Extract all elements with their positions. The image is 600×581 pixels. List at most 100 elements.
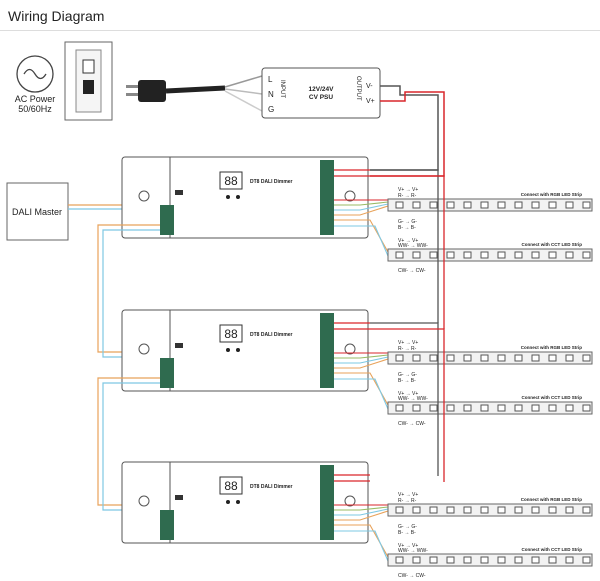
cct-mapping: WW- → WW- xyxy=(398,396,428,402)
led-chip xyxy=(395,201,404,209)
rgb-led-strip xyxy=(387,503,593,517)
led-chip xyxy=(446,251,455,259)
output-wire xyxy=(334,510,389,521)
led-chip xyxy=(412,556,421,564)
rgb-mapping: V+ → V+ xyxy=(398,340,418,346)
led-chip xyxy=(395,404,404,412)
led-chip xyxy=(395,251,404,259)
led-chip xyxy=(446,354,455,362)
cct-led-strip xyxy=(387,401,593,415)
led-chip xyxy=(463,201,472,209)
led-chip xyxy=(497,506,506,514)
daisy-vplus-wire xyxy=(370,175,445,329)
led-chip xyxy=(531,251,540,259)
led-display xyxy=(219,324,243,343)
dimmer-name: DT8 DALI Dimmer xyxy=(250,484,293,490)
output-wire xyxy=(334,508,389,516)
button xyxy=(226,195,230,199)
led-chip xyxy=(565,354,574,362)
led-chip xyxy=(429,201,438,209)
led-chip xyxy=(429,556,438,564)
led-chip xyxy=(531,354,540,362)
led-chip xyxy=(548,506,557,514)
mount-hole xyxy=(138,343,150,355)
button xyxy=(226,500,230,504)
psu-vplus-wire xyxy=(370,91,445,177)
led-display xyxy=(219,171,243,190)
rgb-mapping: V+ → V+ xyxy=(398,187,418,193)
led-chip xyxy=(412,404,421,412)
display-digits: 88 xyxy=(224,479,238,493)
rgb-strip-label: Connect with RGB LED Strip xyxy=(521,497,583,502)
led-chip xyxy=(565,506,574,514)
output-wire xyxy=(334,205,389,216)
button xyxy=(226,348,230,352)
cct-mapping: WW- → WW- xyxy=(398,548,428,554)
dimmer-body xyxy=(121,461,369,544)
ac-power-symbol xyxy=(16,55,54,93)
cct-mapping: V+ → V+ xyxy=(398,391,418,397)
led-chip xyxy=(463,556,472,564)
mount-hole xyxy=(344,190,356,202)
output-terminal xyxy=(320,160,334,235)
daisy-vminus-wire xyxy=(370,169,439,323)
rgb-mapping: V+ → V+ xyxy=(398,492,418,498)
cct-strip-label: Connect with CCT LED Strip xyxy=(522,395,583,400)
led-chip xyxy=(497,556,506,564)
led-chip xyxy=(429,404,438,412)
rgb-strip-label: Connect with RGB LED Strip xyxy=(521,345,583,350)
divider xyxy=(0,30,600,31)
led-chip xyxy=(582,404,591,412)
display-digits: 88 xyxy=(224,327,238,341)
daisy-vplus-wire xyxy=(370,328,445,482)
dali-master-label: DALI Master xyxy=(12,207,62,217)
rgb-mapping: G- → G- xyxy=(398,524,417,530)
led-chip xyxy=(480,354,489,362)
button xyxy=(236,195,240,199)
led-chip xyxy=(395,354,404,362)
psu-input-label: INPUT xyxy=(279,80,285,98)
ac-power-label: AC Power xyxy=(15,94,56,104)
output-wire xyxy=(334,358,389,369)
psu-output-vminus: V- xyxy=(366,83,373,90)
led-chip xyxy=(548,251,557,259)
led-chip xyxy=(514,354,523,362)
led-chip xyxy=(480,404,489,412)
led-chip xyxy=(565,201,574,209)
led-chip xyxy=(548,404,557,412)
led-chip xyxy=(565,251,574,259)
led-chip xyxy=(548,201,557,209)
led-chip xyxy=(582,251,591,259)
mount-hole xyxy=(344,495,356,507)
cct-mapping: WW- → WW- xyxy=(398,243,428,249)
led-chip xyxy=(531,404,540,412)
cct-led-strip xyxy=(387,248,593,262)
led-chip xyxy=(480,251,489,259)
output-wire xyxy=(334,201,389,206)
rgb-mapping: B- → B- xyxy=(398,378,416,384)
mount-hole xyxy=(138,190,150,202)
dimmer-body xyxy=(121,156,369,239)
led-chip xyxy=(463,404,472,412)
psu-output-vplus: V+ xyxy=(366,98,375,105)
rgb-led-strip xyxy=(387,198,593,212)
cct-led-strip xyxy=(387,553,593,567)
led-chip xyxy=(395,506,404,514)
psu-input-n: N xyxy=(268,90,274,99)
dali-terminal xyxy=(160,510,174,540)
psu-box xyxy=(261,67,381,119)
rgb-mapping: R- → R- xyxy=(398,498,417,504)
led-chip xyxy=(463,251,472,259)
cct-mapping: V+ → V+ xyxy=(398,238,418,244)
output-wire xyxy=(334,203,389,211)
cct-mapping: CW- → CW- xyxy=(398,268,426,274)
cct-mapping: V+ → V+ xyxy=(398,543,418,549)
daisy-vminus-wire xyxy=(370,322,439,476)
led-chip xyxy=(497,404,506,412)
led-chip xyxy=(514,404,523,412)
dimmer-name: DT8 DALI Dimmer xyxy=(250,332,293,338)
output-wire xyxy=(334,356,389,364)
rgb-mapping: R- → R- xyxy=(398,193,417,199)
led-chip xyxy=(412,354,421,362)
